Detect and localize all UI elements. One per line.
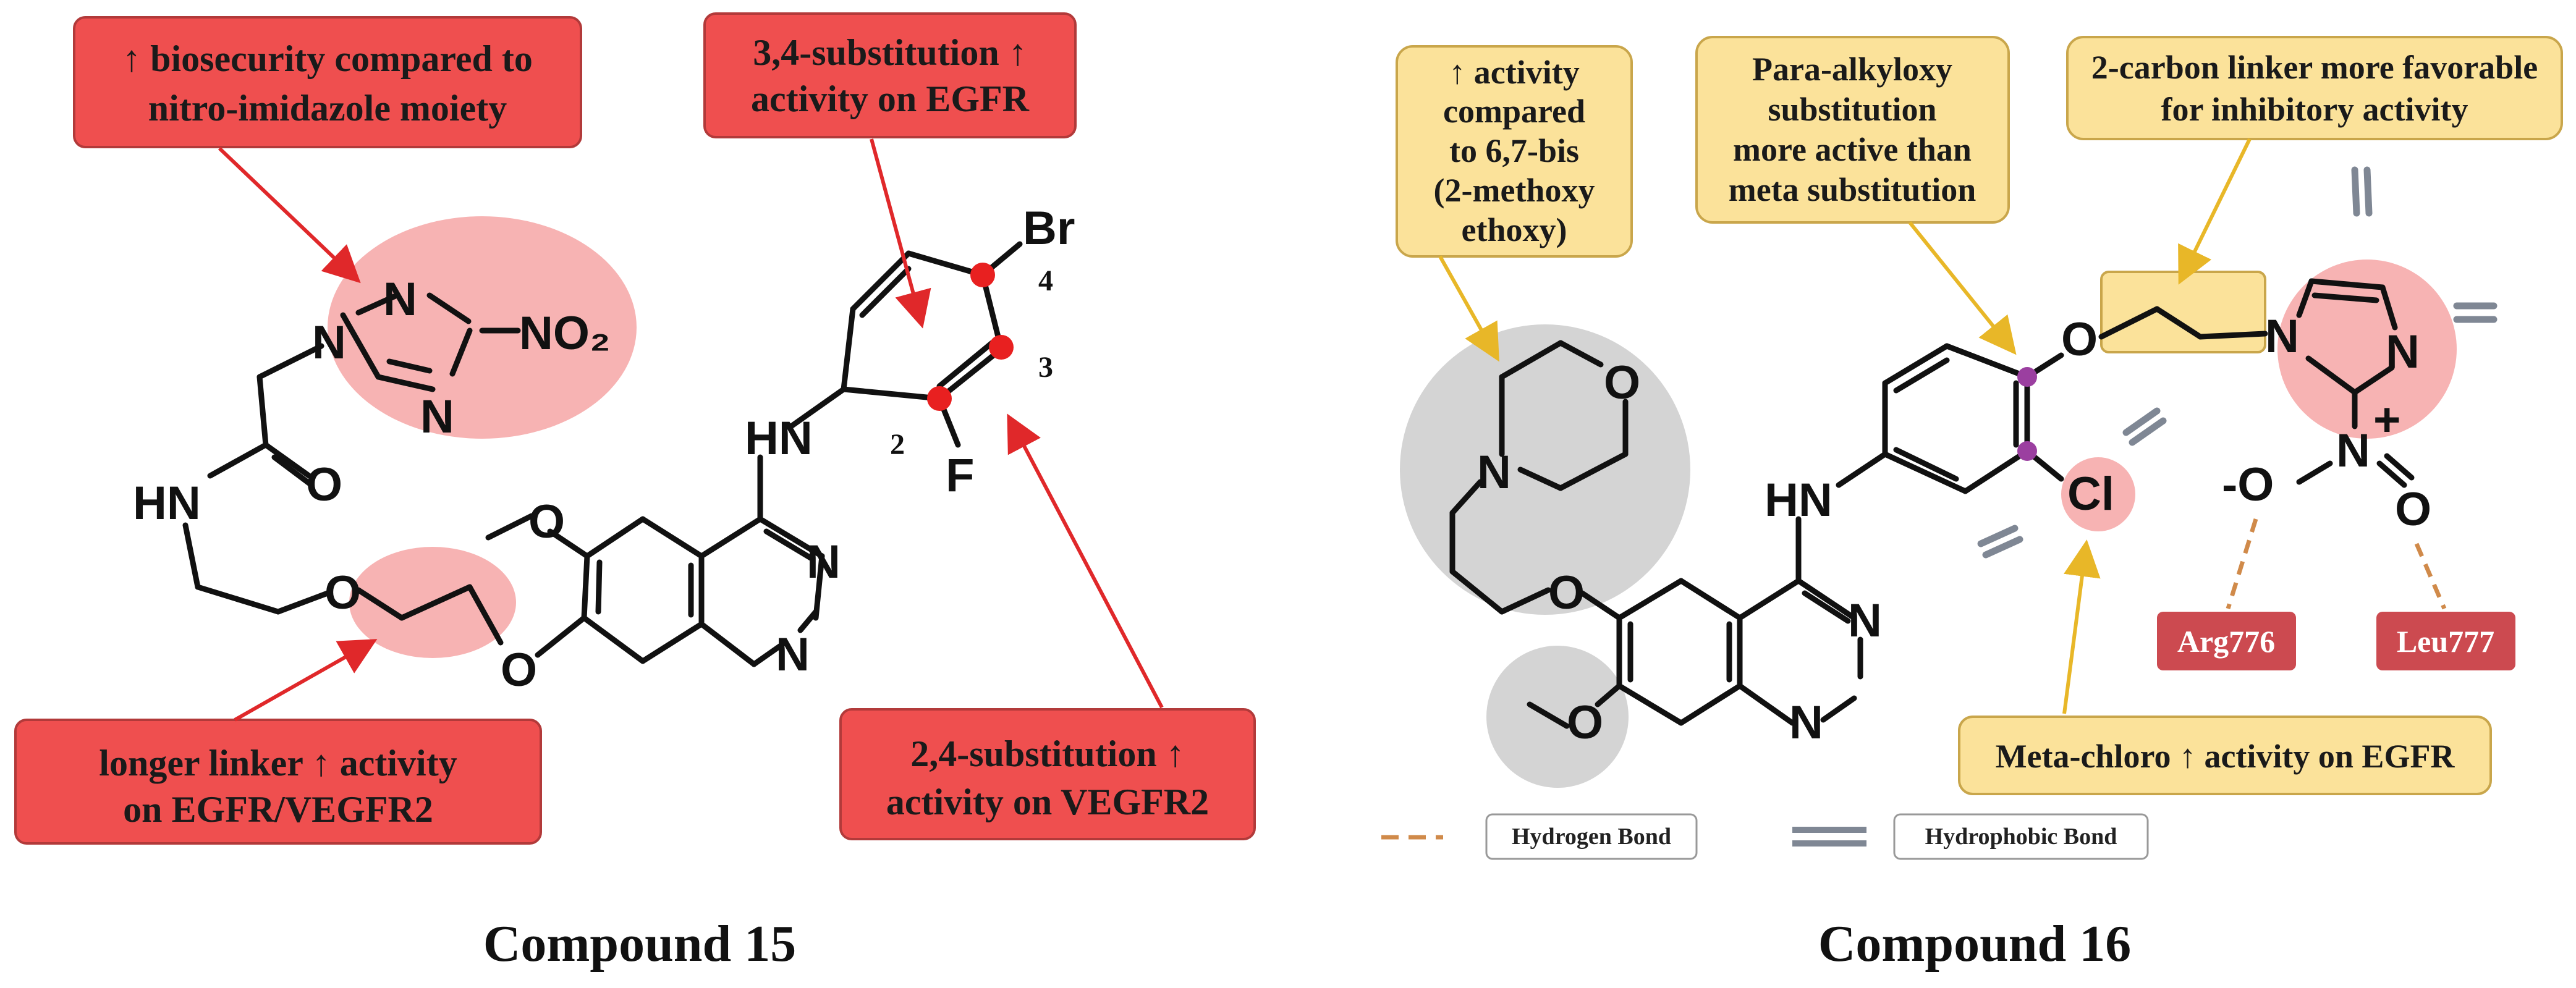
- position-2-dot: [927, 386, 952, 411]
- linker-box-highlight: [2100, 271, 2266, 353]
- atom-n-imidazole-1: N: [2265, 310, 2299, 363]
- compound-15-arrows: [218, 138, 1164, 722]
- atom-n-nitro: N: [2336, 424, 2370, 477]
- atom-no2: NO₂: [519, 307, 611, 360]
- atom-n-quinazoline-1: N: [807, 536, 841, 588]
- legend: Hydrogen Bond Hydrophobic Bond: [1381, 813, 2149, 860]
- callout-activity-bis-line3: to 6,7-bis: [1449, 132, 1579, 169]
- meta-position-dot: [2017, 441, 2037, 461]
- legend-hydrophobic-bond-box: [1893, 813, 2149, 860]
- callout-meta-chloro-line1: Meta-chloro ↑ activity on EGFR: [1996, 738, 2455, 775]
- para-position-dot: [2017, 367, 2037, 387]
- atom-n-triazole-3: N: [420, 391, 454, 443]
- methoxy-highlight: [1486, 646, 1629, 788]
- atom-o-methoxy: O: [528, 496, 565, 548]
- atom-n-quinazoline-2: N: [776, 628, 810, 681]
- compound-16-bonds: [1449, 278, 2415, 729]
- callout-activity-bis-line5: ethoxy): [1462, 211, 1567, 248]
- callout-linker-line2: on EGFR/VEGFR2: [123, 789, 433, 830]
- callout-linker: [14, 719, 542, 845]
- callout-two-carbon-line2: for inhibitory activity: [2161, 91, 2468, 128]
- callout-substitution-24: [839, 708, 1256, 840]
- caption-compound-16: Compound 16: [1818, 915, 2132, 973]
- callout-substitution-24-line1: 2,4-substitution ↑: [910, 733, 1184, 774]
- callout-biosecurity-line1: ↑ biosecurity compared to: [122, 38, 533, 79]
- compound-15-panel: Br F HN HN O O O O N N N N N NO₂ 4 3 2 ↑…: [14, 12, 1256, 973]
- compound-16-arrows: [1438, 138, 2252, 714]
- hydrogen-bond-lines: [2226, 518, 2447, 610]
- callout-para-alkyloxy-line4: meta substitution: [1729, 171, 1976, 208]
- atom-nitro-plus: +: [2373, 394, 2400, 446]
- residue-leu777-label: Leu777: [2397, 624, 2494, 659]
- position-label-3: 3: [1038, 351, 1053, 384]
- atom-o-nitro: O: [2395, 483, 2431, 536]
- legend-hydrophobic-bond-label: Hydrophobic Bond: [1925, 824, 2117, 850]
- legend-hydrogen-bond-label: Hydrogen Bond: [1512, 824, 1671, 850]
- callout-para-alkyloxy-line2: substitution: [1768, 91, 1936, 128]
- atom-hn: HN: [745, 412, 813, 465]
- caption-compound-15: Compound 15: [483, 915, 797, 973]
- callout-biosecurity-line2: nitro-imidazole moiety: [148, 88, 507, 129]
- atom-n-quinazoline-2: N: [1789, 696, 1823, 749]
- atom-n-triazole-2: N: [383, 273, 417, 326]
- compound-15-bonds: [182, 241, 1023, 667]
- callout-meta-chloro: [1958, 716, 2492, 795]
- callout-substitution-34-line2: activity on EGFR: [751, 78, 1030, 119]
- atom-o-morpholine: O: [1604, 357, 1640, 409]
- chloro-highlight: [2061, 457, 2135, 531]
- atom-cl: Cl: [2067, 468, 2114, 520]
- callout-activity-bis-line1: ↑ activity: [1449, 54, 1579, 91]
- atom-n-triazole-1: N: [312, 316, 346, 369]
- residue-arg776-label: Arg776: [2177, 624, 2275, 659]
- callout-para-alkyloxy-line1: Para-alkyloxy: [1752, 51, 1952, 88]
- atom-n-imidazole-2: N: [2386, 326, 2420, 378]
- callout-activity-bis-line2: compared: [1443, 93, 1585, 130]
- legend-hydrogen-bond-box: [1485, 813, 1698, 860]
- morpholine-highlight: [1400, 324, 1690, 615]
- callout-substitution-34-line1: 3,4-substitution ↑: [753, 32, 1027, 73]
- position-3-dot: [989, 335, 1014, 360]
- callout-activity-bis-line4: (2-methoxy: [1434, 172, 1595, 209]
- callout-substitution-24-line2: activity on VEGFR2: [886, 782, 1209, 822]
- atom-hn: HN: [1765, 474, 1832, 526]
- callout-two-carbon: [2066, 36, 2563, 140]
- callout-linker-line1: longer linker ↑ activity: [99, 743, 457, 783]
- atom-n-morpholine: N: [1477, 446, 1511, 499]
- atom-nh-amide: HN: [133, 477, 201, 530]
- hydrophobic-marks: [1977, 166, 2498, 559]
- atom-o-methoxy: O: [1567, 696, 1603, 749]
- position-4-dot: [970, 263, 995, 287]
- compound-16-panel: O N O O HN N N O Cl N N N + -O O: [1381, 36, 2563, 973]
- position-label-4: 4: [1038, 264, 1053, 297]
- imidazole-highlight: [2277, 260, 2457, 439]
- callout-biosecurity: [73, 16, 582, 148]
- atom-o-minus: -O: [2222, 458, 2274, 511]
- residue-leu777: [2376, 612, 2515, 670]
- callout-activity-bis: [1396, 45, 1633, 258]
- atom-o-aryl: O: [2061, 313, 2098, 366]
- atom-o-ether2: O: [501, 644, 537, 696]
- position-label-2: 2: [890, 428, 905, 461]
- callout-para-alkyloxy-line3: more active than: [1733, 131, 1972, 168]
- atom-br: Br: [1023, 202, 1075, 255]
- atom-o-carbonyl: O: [306, 458, 342, 511]
- atom-o-ether1: O: [324, 567, 361, 619]
- callout-two-carbon-line1: 2-carbon linker more favorable: [2091, 49, 2538, 86]
- atom-f: F: [946, 449, 974, 502]
- residue-arg776: [2157, 612, 2296, 670]
- callout-para-alkyloxy: [1695, 36, 2010, 224]
- atom-o-ether: O: [1548, 567, 1585, 619]
- atom-n-quinazoline-1: N: [1848, 594, 1882, 647]
- callout-substitution-34: [703, 12, 1077, 138]
